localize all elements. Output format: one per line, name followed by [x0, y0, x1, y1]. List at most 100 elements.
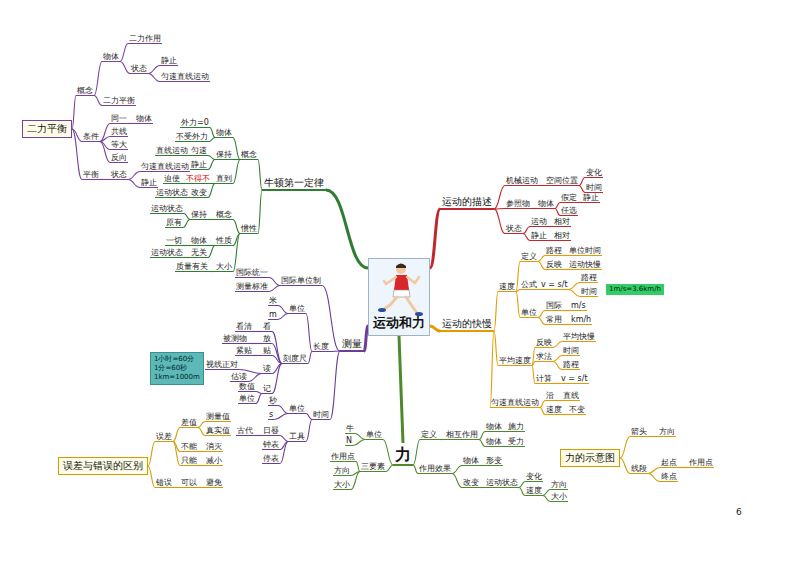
branch-label: 平均速度 — [498, 356, 532, 366]
branch-line — [183, 220, 190, 228]
branch-line — [563, 310, 570, 311]
branch-label: 直线运动 — [155, 146, 189, 156]
branch-label: 读 — [262, 364, 272, 374]
branch-line — [678, 467, 688, 468]
branch-label: 静止 — [140, 178, 158, 188]
branch-line — [100, 137, 110, 142]
branch-label: 测量值 — [205, 412, 231, 422]
branch-line — [208, 184, 215, 198]
branch-label: 时间 — [580, 287, 598, 297]
branch-label: 方向 — [658, 427, 676, 437]
branch-label: 运动快慢 — [568, 260, 602, 270]
branch-line — [386, 465, 393, 472]
branch-label: 平衡 — [82, 170, 100, 180]
branch-line — [209, 138, 215, 142]
branch-label: 运动状态 — [150, 204, 184, 214]
branch-label: 三要素 — [360, 462, 386, 472]
branch-line — [120, 62, 130, 74]
branch-label: 米 — [268, 296, 278, 306]
branch-label: 反映 — [535, 338, 553, 348]
branch-label: 起点 — [660, 458, 678, 468]
branch-line — [198, 465, 205, 466]
branch-label: m — [268, 310, 278, 320]
branch-label: 共线 — [110, 127, 128, 137]
branch-label: 无关 — [190, 248, 208, 258]
branch-line — [128, 180, 140, 188]
runner — [378, 264, 423, 317]
branch-line — [452, 466, 462, 474]
branch-label: 匀速 — [190, 146, 208, 156]
branch-label: 停表 — [262, 454, 280, 464]
branch-label: 原有 — [165, 218, 183, 228]
branch-line — [233, 138, 240, 160]
branch-label: 运动状态 — [485, 478, 519, 488]
topic-text: 误差与错误的区别 — [63, 460, 143, 472]
branch-line — [198, 422, 205, 428]
branch-line — [280, 442, 288, 464]
branch-line — [494, 209, 505, 234]
branch-label: 秒 — [268, 396, 278, 406]
topic-box: 力的示意图 — [560, 449, 620, 467]
branch-label: 机械运动 — [505, 176, 539, 186]
branch-label: 静止 — [160, 56, 178, 66]
branch-label: 同一 — [110, 114, 128, 124]
branch-label: 反映 — [545, 260, 563, 270]
branch-label: 概念 — [215, 210, 233, 220]
topic-text: 运动和力 — [373, 314, 425, 332]
topic-text: 牛顿第一定律 — [264, 176, 324, 189]
branch-label: 形变 — [485, 456, 503, 466]
branch-label: 物体 — [485, 437, 503, 447]
branch-line — [208, 246, 215, 258]
branch-label: 终点 — [660, 472, 678, 482]
branch-label: 变化 — [585, 168, 603, 178]
branch-label: 记 — [262, 384, 272, 394]
branch-label: 求法 — [535, 352, 553, 362]
branch-label: s — [268, 410, 274, 420]
branch-label: 错误 — [155, 478, 173, 488]
branch-line — [233, 220, 240, 234]
topic-box: 1小时=60分1分=60秒1km=1000m — [150, 352, 204, 385]
branch-label: 单位 — [520, 308, 538, 318]
branch-label: 不得不 — [185, 174, 211, 184]
branch-line — [523, 234, 530, 241]
branch-line — [208, 156, 215, 160]
branch-line — [278, 306, 288, 314]
branch-label: 直到 — [215, 174, 233, 184]
topic-text: 运动的描述 — [442, 195, 492, 208]
branch-topic: 力 — [393, 445, 413, 466]
branch-label: 误差 — [155, 432, 173, 442]
branch-label: 定义 — [520, 252, 538, 262]
branch-label: 数值 — [238, 382, 256, 392]
branch-label: 路程 — [580, 273, 598, 283]
branch-label: 单位 — [288, 304, 306, 314]
branch-line — [72, 129, 82, 180]
branch-label: 牛 — [345, 424, 355, 434]
branch-line — [543, 496, 550, 502]
branch-label: 静止 — [530, 231, 548, 241]
branch-topic: 牛顿第一定律 — [262, 176, 326, 191]
branch-label: 视线正对 — [205, 360, 239, 370]
branch-line — [94, 62, 102, 96]
branch-topic: 运动的描述 — [440, 195, 494, 210]
branch-label: 定义 — [420, 430, 438, 440]
branch-label: 状态 — [130, 64, 148, 74]
branch-label: 任选 — [560, 206, 578, 216]
branch-label: 一切 — [165, 236, 183, 246]
branch-label: 平均快慢 — [562, 332, 596, 342]
branch-label: 单位 — [365, 430, 383, 440]
branch-label: 消灭 — [205, 442, 223, 452]
branch-label: 沿 — [545, 391, 555, 401]
branch-line — [563, 324, 570, 325]
branch-label: 静止 — [190, 160, 208, 170]
branch-label: 避免 — [205, 478, 223, 488]
branch-line — [494, 292, 498, 332]
branch-line — [253, 355, 262, 356]
branch-label: 只能 — [180, 456, 198, 466]
branch-label: 作用效果 — [418, 464, 452, 474]
branch-label: km/h — [570, 315, 592, 325]
branch-label: 不受外力 — [175, 132, 209, 142]
branch-line — [198, 428, 205, 436]
branch-label: 迫使 — [163, 174, 181, 184]
topic-text: 力 — [395, 445, 411, 464]
branch-line — [553, 356, 562, 362]
